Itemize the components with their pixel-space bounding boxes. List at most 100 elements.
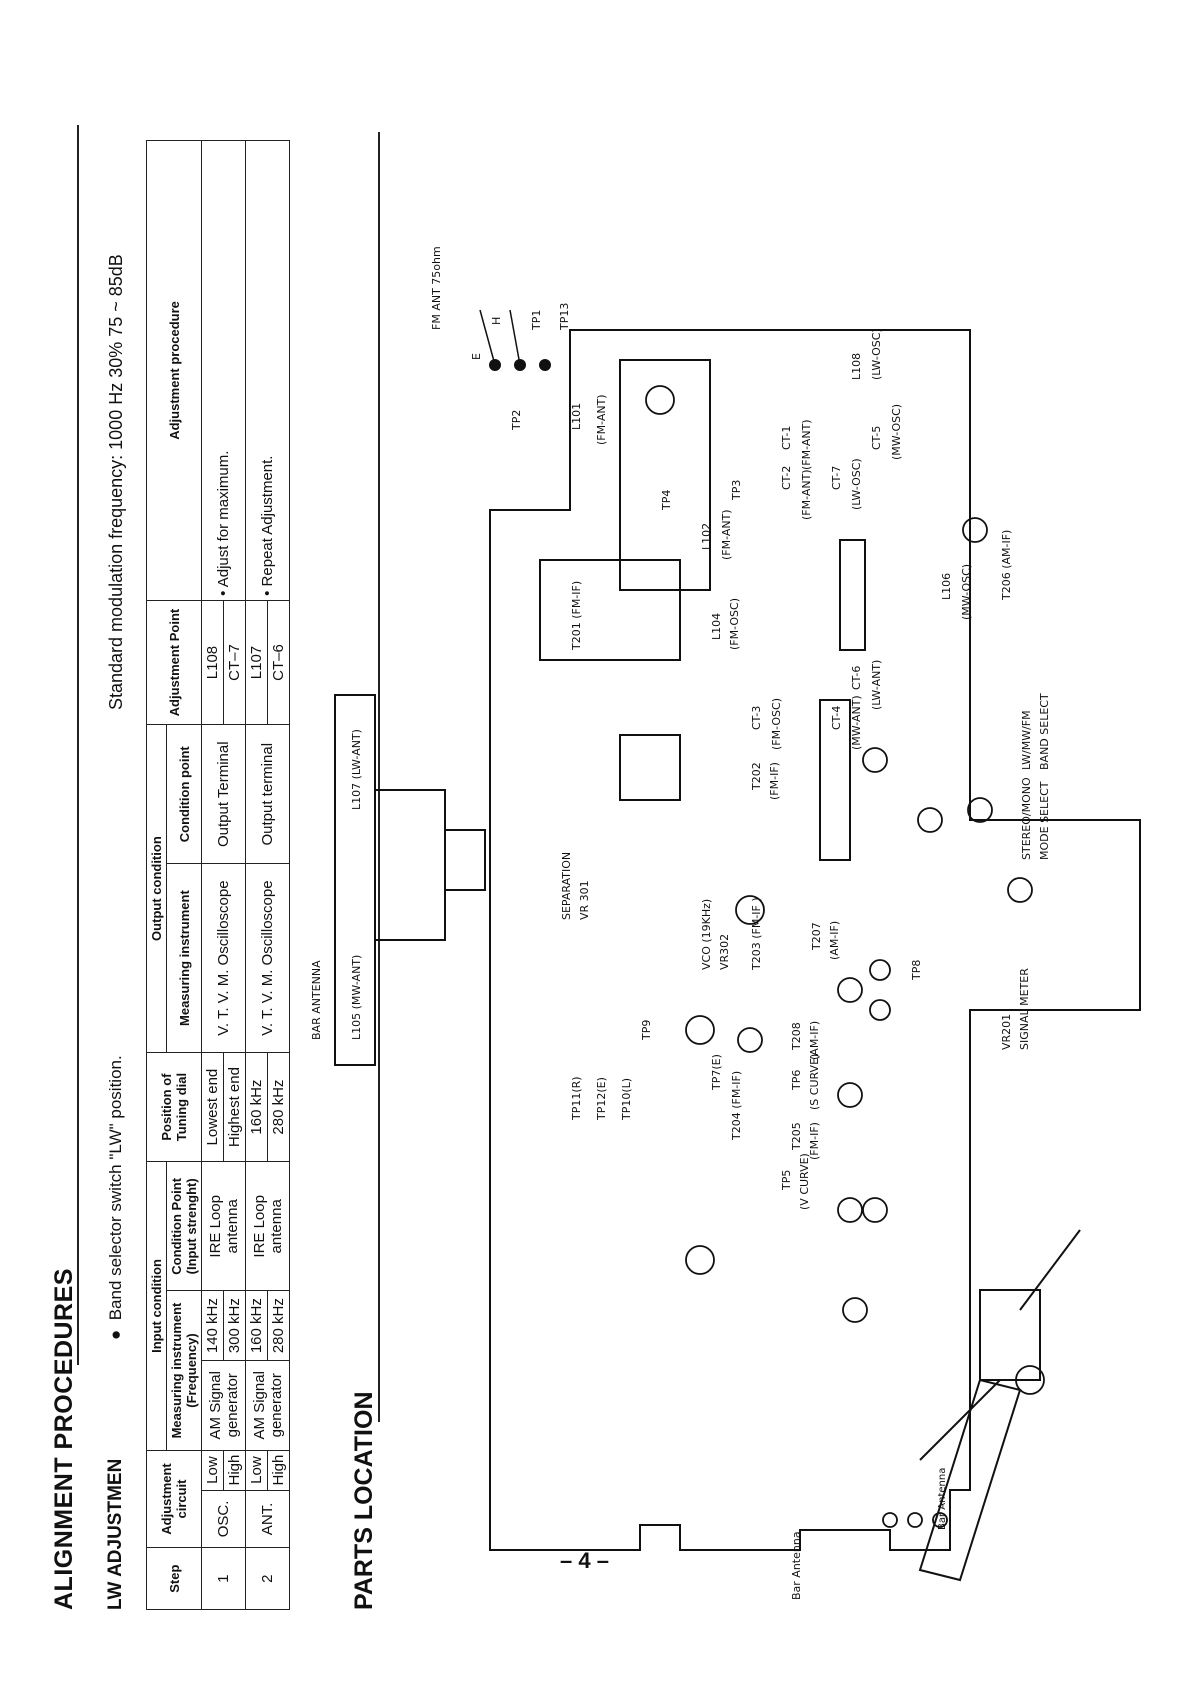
label-separation: SEPARATION [560,852,573,920]
label-l101-sub: (FM-ANT) [595,394,608,445]
label-tp4: TP4 [660,490,673,511]
label-t208: T208 [790,1022,803,1051]
label-vr201: VR201 [1000,1014,1013,1050]
label-t207: T207 [810,922,823,951]
fm-tuner-can [619,359,711,591]
label-l107: L107 (LW-ANT) [350,729,363,810]
label-l104: L104 [710,613,723,640]
tp-marker [907,1512,923,1528]
tp-marker [882,1512,898,1528]
label-ct4-sub: (MW-ANT) [850,695,863,750]
label-tp3: TP3 [730,480,743,501]
label-l106-sub: (MW-OSC) [960,564,973,620]
label-ct7: CT-7 [830,466,843,490]
t203-coil [837,1197,863,1223]
label-t202-sub: (FM-IF) [768,762,781,800]
l102-coil [735,895,765,925]
label-ct1: CT-1 [780,426,793,450]
label-t201: T201 (FM-IF) [570,581,583,651]
label-signal-meter: SIGNAL METER [1018,968,1031,1050]
label-t208-sub: (AM-IF) [808,1021,821,1060]
label-fm-ant: FM ANT 75ohm [430,246,443,330]
label-l108-sub: (LW-OSC) [870,328,883,380]
label-ct4: CT-4 [830,706,843,730]
label-ct2-sub: (FM-ANT) [800,469,813,520]
label-ct5: CT-5 [870,426,883,450]
tp-marker [932,1512,948,1528]
band-switch [839,539,866,651]
label-l102: L102 [700,523,713,550]
t201-coil [737,1027,763,1053]
label-ct2: CT-2 [780,466,793,490]
page-number: – 4 – [560,1548,609,1573]
label-bar-antenna-caption: Bar Antenna [790,1531,803,1600]
label-t206: T206 (AM-IF) [1000,530,1013,601]
ct5-trimmer [917,807,943,833]
label-tp12: TP12(E) [595,1077,608,1121]
label-tp13: TP13 [558,303,571,331]
label-t203: T203 (FM-IF ) [750,897,763,971]
label-ct6: CT-6 [850,666,863,690]
label-tp2: TP2 [510,410,523,431]
label-tp5: TP5 [780,1170,793,1191]
label-e: E [470,353,483,360]
t204-coil [842,1297,868,1323]
label-l108: L108 [850,353,863,380]
label-stereo-2: MODE SELECT [1038,781,1051,860]
fm-osc-block [539,559,681,661]
vr302-pot [685,1245,715,1275]
label-ct7-sub: (LW-OSC) [850,458,863,510]
label-vr301: VR 301 [578,880,591,920]
label-t205: T205 [790,1122,803,1151]
label-t202: T202 [750,762,763,791]
l104-coil [837,977,863,1003]
label-tp7: TP7(E) [710,1054,723,1091]
label-tp11: TP11(R) [570,1076,583,1121]
label-tp10: TP10(L) [620,1078,633,1121]
label-t205-sub: (FM-IF) [808,1122,821,1160]
label-band-select: LW/MW/FM [1020,710,1033,770]
label-ct3: CT-3 [750,706,763,730]
bar-antenna-mount [444,829,486,891]
bar-antenna-core [374,789,446,941]
label-vr302: VR302 [718,934,731,970]
label-tp8: TP8 [910,960,923,981]
t207-coil [862,1197,888,1223]
label-l101: L101 [570,403,583,430]
label-ct1-sub: (FM-ANT) [800,419,813,470]
label-tp6: TP6 [790,1070,803,1091]
l108-coil [962,517,988,543]
label-ct5-sub: (MW-OSC) [890,404,903,460]
label-t204: T204 (FM-IF) [730,1071,743,1141]
l101-coil [645,385,675,415]
label-stereo: STEREO/MONO [1020,777,1033,860]
pcb-outline [489,329,1141,1551]
diagram-labels: BAR ANTENNA L105 (MW-ANT) L107 (LW-ANT) … [310,246,1051,1600]
vr301-pot [685,1015,715,1045]
t202-coil [837,1082,863,1108]
t206-coil [1007,877,1033,903]
bar-antenna-illustration [918,1229,1081,1582]
rotated-page: ALIGNMENT PROCEDURES LW ADJUSTMEN ● Band… [20,10,1160,1610]
label-l104-sub: (FM-OSC) [728,598,741,650]
label-vco: VCO (19KHz) [700,899,713,970]
l106-coil [967,797,993,823]
label-band-select-2: BAND SELECT [1038,693,1051,770]
ic-block [619,734,681,801]
label-tp1: TP1 [530,310,543,331]
label-tp6-sub: (S CURVE) [808,1054,821,1110]
label-ct6-sub: (LW-ANT) [870,660,883,710]
fm-antenna-terminal [479,309,551,371]
ct6-trimmer [869,959,891,981]
parts-location-diagram: BAR ANTENNA L105 (MW-ANT) L107 (LW-ANT) … [310,246,1141,1600]
ct7-trimmer [862,747,888,773]
label-tp9: TP9 [640,1020,653,1041]
label-t207-sub: (AM-IF) [828,921,841,960]
label-tp5-sub: (V CURVE) [798,1153,811,1210]
ct4-trimmer [869,999,891,1021]
label-bar-antenna: BAR ANTENNA [310,960,323,1040]
label-l105: L105 (MW-ANT) [350,955,363,1040]
label-ct3-sub: (FM-OSC) [770,698,783,750]
label-l106: L106 [940,573,953,600]
stereo-switch [819,699,851,861]
